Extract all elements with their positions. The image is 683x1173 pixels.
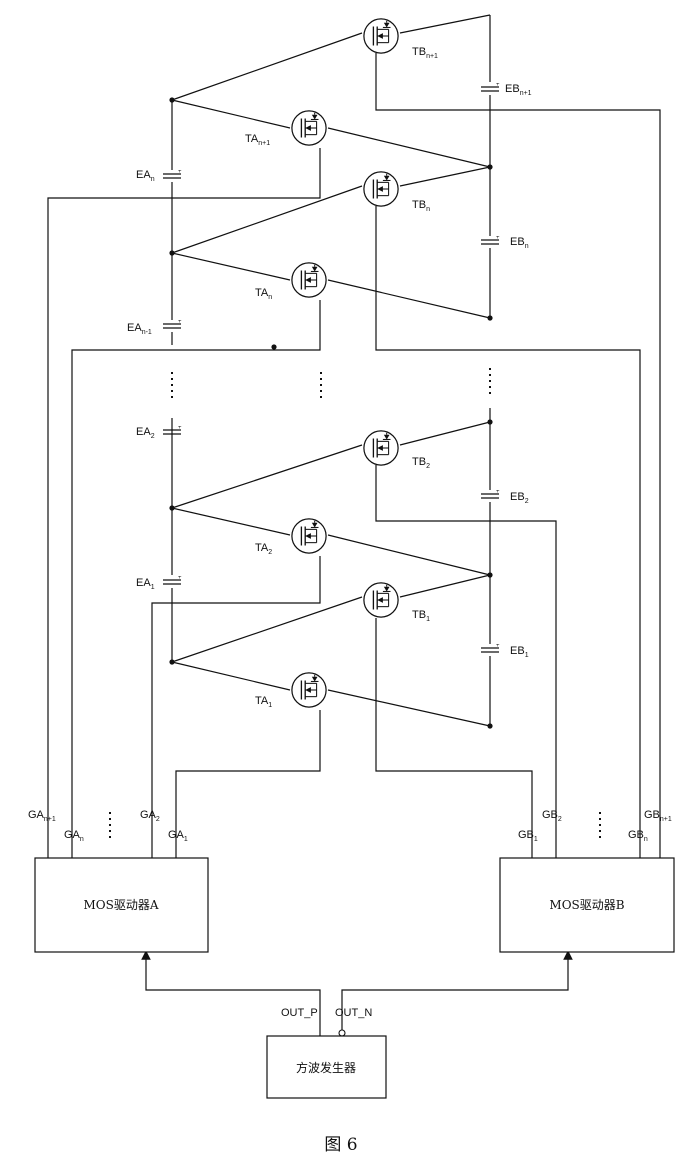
ellipsis-marks <box>109 368 601 838</box>
label-tb-2: TB2 <box>412 456 430 470</box>
transistor-ta-n1 <box>291 110 327 146</box>
label-gb-1: GB1 <box>518 829 538 843</box>
label-ga-n1: GAn+1 <box>28 809 56 823</box>
label-ea-n-1: EAn-1 <box>127 322 152 336</box>
transistor-tb-n <box>363 171 399 207</box>
label-ga-2: GA2 <box>140 809 160 823</box>
capacitor-eb-2 <box>480 490 501 499</box>
label-ga-1: GA1 <box>168 829 188 843</box>
label-tb-n: TBn <box>412 199 430 213</box>
transistor-tb-n1 <box>363 18 399 54</box>
wiring <box>47 14 661 1036</box>
capacitor-ea-1 <box>162 576 183 585</box>
label-eb-n: EBn <box>510 236 529 250</box>
square-wave-generator-label: 方波发生器 <box>296 1060 356 1075</box>
label-ea-1: EA1 <box>136 577 155 591</box>
transistor-tb-1 <box>363 582 399 618</box>
out-p-label: OUT_P <box>281 1007 318 1019</box>
label-tb-1: TB1 <box>412 609 430 623</box>
transistor-ta-2 <box>291 518 327 554</box>
label-ea-n: EAn <box>136 169 155 183</box>
label-ta-1: TA1 <box>255 695 272 709</box>
label-eb-2: EB2 <box>510 491 529 505</box>
out-n-label: OUT_N <box>335 1007 372 1019</box>
driver-a-label: MOS驱动器A <box>83 898 158 912</box>
label-eb-1: EB1 <box>510 645 529 659</box>
transistor-ta-1 <box>291 672 327 708</box>
junction-dots <box>169 97 493 1037</box>
capacitor-eb-1 <box>480 644 501 653</box>
figure-caption: 图 6 <box>324 1135 357 1155</box>
label-ea-2: EA2 <box>136 426 155 440</box>
capacitor-eb-n <box>480 236 501 245</box>
label-ta-n1: TAn+1 <box>245 133 270 147</box>
label-gb-n: GBn <box>628 829 648 843</box>
driver-b-block <box>499 857 675 953</box>
transistor-tb-2 <box>363 430 399 466</box>
label-ta-n: TAn <box>255 287 272 301</box>
label-tb-n1: TBn+1 <box>412 46 438 60</box>
capacitor-ea-n <box>162 170 183 179</box>
label-gb-n1: GBn+1 <box>644 809 672 823</box>
label-gb-2: GB2 <box>542 809 562 823</box>
driver-b-label: MOS驱动器B <box>549 898 624 912</box>
driver-a-block <box>34 857 209 953</box>
transistor-ta-n <box>291 262 327 298</box>
capacitor-ea-n-1 <box>162 320 183 329</box>
square-wave-generator-block <box>266 1035 387 1099</box>
label-ta-2: TA2 <box>255 542 272 556</box>
label-eb-n1: EBn+1 <box>505 83 532 97</box>
label-ga-n: GAn <box>64 829 84 843</box>
capacitor-eb-n1 <box>480 83 501 92</box>
